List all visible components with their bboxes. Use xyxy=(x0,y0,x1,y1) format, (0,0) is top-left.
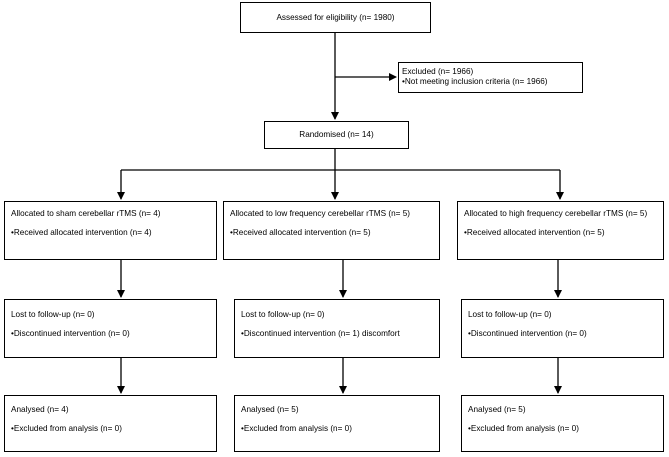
arm-1-followup-box: Lost to follow-up (n= 0) •Discontinued i… xyxy=(4,299,217,358)
excluded-box: Excluded (n= 1966) •Not meeting inclusio… xyxy=(398,62,583,93)
arm-2-lost: Lost to follow-up (n= 0) xyxy=(241,310,325,319)
arm-3-analysed: Analysed (n= 5) xyxy=(468,405,526,414)
randomised-text: Randomised (n= 14) xyxy=(299,130,374,140)
arm-2-analysed: Analysed (n= 5) xyxy=(241,405,299,414)
arm-2-allocated: Allocated to low frequency cerebellar rT… xyxy=(230,209,410,218)
arm-3-lost: Lost to follow-up (n= 0) xyxy=(468,310,552,319)
arm-2-received: •Received allocated intervention (n= 5) xyxy=(230,227,371,237)
excluded-reason: •Not meeting inclusion criteria (n= 1966… xyxy=(402,76,548,86)
arm-2-excluded-analysis: •Excluded from analysis (n= 0) xyxy=(241,423,352,433)
arm-2-allocation-box: Allocated to low frequency cerebellar rT… xyxy=(223,201,440,260)
arm-1-received: •Received allocated intervention (n= 4) xyxy=(11,227,152,237)
arm-2-followup-box: Lost to follow-up (n= 0) •Discontinued i… xyxy=(234,299,440,358)
arm-1-discontinued: •Discontinued intervention (n= 0) xyxy=(11,328,130,338)
arm-2-discontinued: •Discontinued intervention (n= 1) discom… xyxy=(241,328,400,338)
arm-1-allocated: Allocated to sham cerebellar rTMS (n= 4) xyxy=(11,209,161,218)
arm-3-received: •Received allocated intervention (n= 5) xyxy=(464,227,605,237)
arm-1-excluded-analysis: •Excluded from analysis (n= 0) xyxy=(11,423,122,433)
arm-1-lost: Lost to follow-up (n= 0) xyxy=(11,310,95,319)
arm-1-analysis-box: Analysed (n= 4) •Excluded from analysis … xyxy=(4,395,217,452)
arm-2-analysis-box: Analysed (n= 5) •Excluded from analysis … xyxy=(234,395,440,452)
arm-3-excluded-analysis: •Excluded from analysis (n= 0) xyxy=(468,423,579,433)
arm-1-analysed: Analysed (n= 4) xyxy=(11,405,69,414)
arm-3-allocation-box: Allocated to high frequency cerebellar r… xyxy=(457,201,664,260)
arm-3-allocated: Allocated to high frequency cerebellar r… xyxy=(464,209,648,218)
arm-1-allocation-box: Allocated to sham cerebellar rTMS (n= 4)… xyxy=(4,201,217,260)
arm-3-discontinued: •Discontinued intervention (n= 0) xyxy=(468,328,587,338)
arm-3-followup-box: Lost to follow-up (n= 0) •Discontinued i… xyxy=(461,299,664,358)
excluded-title: Excluded (n= 1966) xyxy=(402,67,474,76)
arm-3-analysis-box: Analysed (n= 5) •Excluded from analysis … xyxy=(461,395,664,452)
randomised-box: Randomised (n= 14) xyxy=(264,121,409,149)
assessed-text: Assessed for eligibility (n= 1980) xyxy=(276,12,395,22)
assessed-box: Assessed for eligibility (n= 1980) xyxy=(240,2,431,33)
